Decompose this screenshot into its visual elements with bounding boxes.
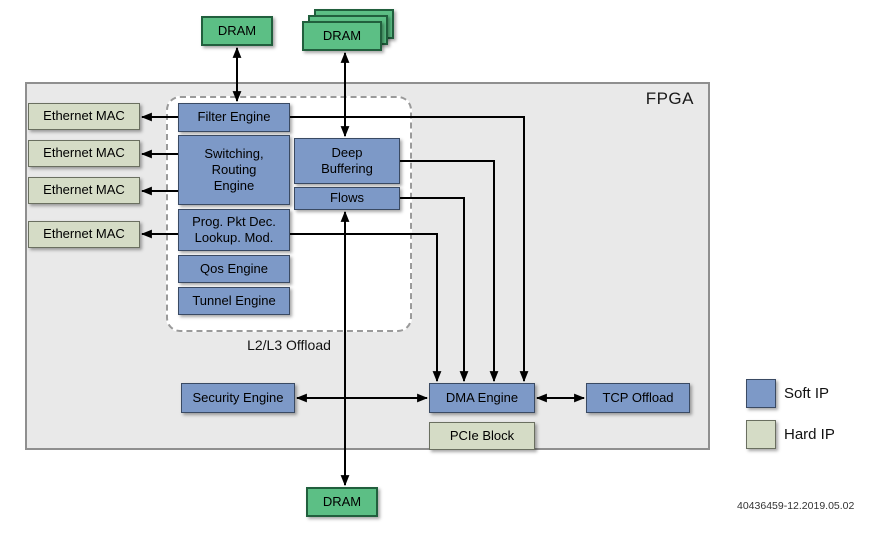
dram-top-left: DRAM — [201, 16, 273, 46]
deep-buffering-block: Deep Buffering — [294, 138, 400, 184]
flows-block: Flows — [294, 187, 400, 210]
prog-pkt-dec-block: Prog. Pkt Dec. Lookup. Mod. — [178, 209, 290, 251]
tunnel-engine-block: Tunnel Engine — [178, 287, 290, 315]
l2l3-offload-label: L2/L3 Offload — [247, 337, 331, 353]
dma-engine-block: DMA Engine — [429, 383, 535, 413]
document-number: 40436459-12.2019.05.02 — [737, 500, 855, 512]
filter-engine-block: Filter Engine — [178, 103, 290, 132]
legend-hard-ip-swatch — [746, 420, 776, 449]
dram-bottom: DRAM — [306, 487, 378, 517]
ethernet-mac-3: Ethernet MAC — [28, 177, 140, 204]
legend-soft-ip-swatch — [746, 379, 776, 408]
legend-hard-ip-label: Hard IP — [784, 426, 835, 443]
dram-top-right: DRAM — [302, 21, 382, 51]
legend-soft-ip-label: Soft IP — [784, 385, 830, 402]
fpga-label: FPGA — [645, 89, 694, 108]
tcp-offload-block: TCP Offload — [586, 383, 690, 413]
security-engine-block: Security Engine — [181, 383, 295, 413]
ethernet-mac-1: Ethernet MAC — [28, 103, 140, 130]
dram-stack: DRAM — [302, 9, 397, 51]
switching-routing-engine-block: Switching, Routing Engine — [178, 135, 290, 205]
pcie-block: PCIe Block — [429, 422, 535, 450]
qos-engine-block: Qos Engine — [178, 255, 290, 283]
ethernet-mac-2: Ethernet MAC — [28, 140, 140, 167]
ethernet-mac-4: Ethernet MAC — [28, 221, 140, 248]
